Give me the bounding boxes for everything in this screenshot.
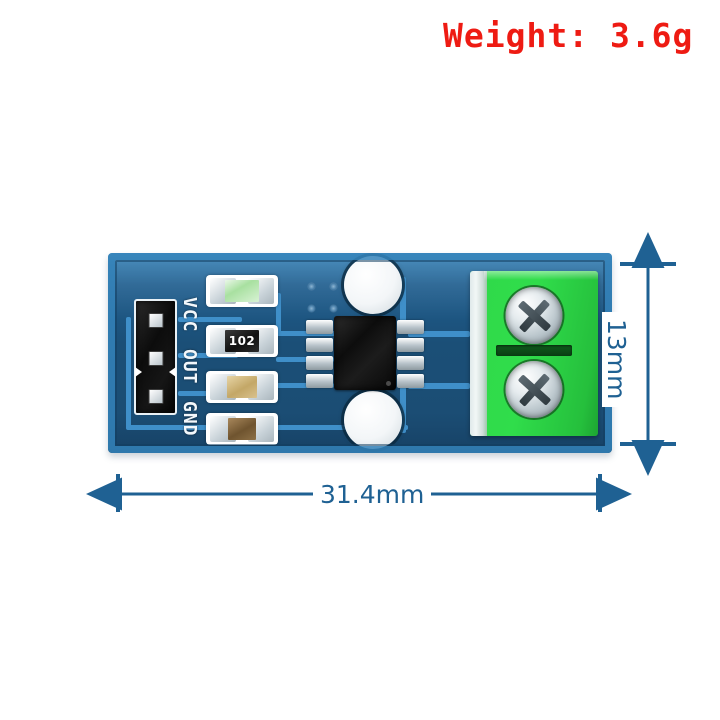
pcb-trace	[400, 277, 406, 327]
mounting-hole-bottom	[344, 391, 402, 449]
header-notch-right-icon	[169, 367, 176, 377]
weight-caption: Weight: 3.6g	[443, 16, 694, 55]
ic-pin1-dot-icon	[386, 381, 391, 386]
pcb-trace	[238, 425, 408, 430]
ic-pin	[397, 320, 424, 334]
smd-body	[228, 418, 256, 440]
pcb-trace	[408, 383, 470, 389]
silkscreen-label-gnd: GND	[179, 401, 200, 437]
hall-sensor-ic	[306, 316, 424, 390]
pin-header-3way[interactable]	[134, 299, 177, 415]
ic-pin	[397, 338, 424, 352]
width-dimension-label: 31.4mm	[313, 480, 432, 509]
pcb-trace	[178, 317, 242, 322]
resistor-marking: 102	[225, 330, 259, 352]
mounting-hole-top	[344, 256, 402, 314]
pcb-via	[330, 283, 337, 290]
pcb-trace	[276, 383, 334, 388]
smd-component-resistor-102: 102	[206, 325, 278, 357]
ic-pin	[397, 374, 424, 388]
header-notch-left-icon	[135, 367, 142, 377]
pcb-trace	[408, 331, 470, 337]
header-pin-out	[148, 351, 163, 366]
smd-body	[227, 376, 257, 398]
silkscreen-label-out: OUT	[179, 349, 200, 385]
smd-component-led	[206, 275, 278, 307]
ic-pin	[306, 374, 333, 388]
ic-pin	[306, 356, 333, 370]
terminal-screw-2[interactable]	[505, 361, 563, 418]
led-body	[225, 280, 259, 302]
pcb-trace	[276, 357, 334, 362]
pcb-via	[308, 283, 315, 290]
terminal-wire-lip	[470, 271, 487, 436]
smd-component-tan	[206, 371, 278, 403]
header-pin-gnd	[148, 389, 163, 404]
terminal-divider-slot	[496, 345, 572, 356]
smd-component-brown	[206, 413, 278, 445]
pcb-trace	[126, 317, 131, 429]
header-pin-vcc	[148, 313, 163, 328]
pcb-trace	[126, 425, 278, 430]
height-dimension-label: 13mm	[602, 312, 631, 407]
pcb-via	[330, 305, 337, 312]
pcb-board: VCC OUT GND 102	[108, 253, 612, 453]
ic-pin	[306, 320, 333, 334]
terminal-top-highlight	[484, 271, 598, 280]
screw-terminal-block[interactable]	[470, 271, 598, 436]
pcb-trace	[276, 293, 281, 335]
terminal-screw-1[interactable]	[505, 287, 563, 344]
silkscreen-label-vcc: VCC	[179, 297, 200, 333]
ic-pin	[306, 338, 333, 352]
ic-pin	[397, 356, 424, 370]
pcb-via	[308, 305, 315, 312]
pcb-trace	[400, 387, 406, 433]
